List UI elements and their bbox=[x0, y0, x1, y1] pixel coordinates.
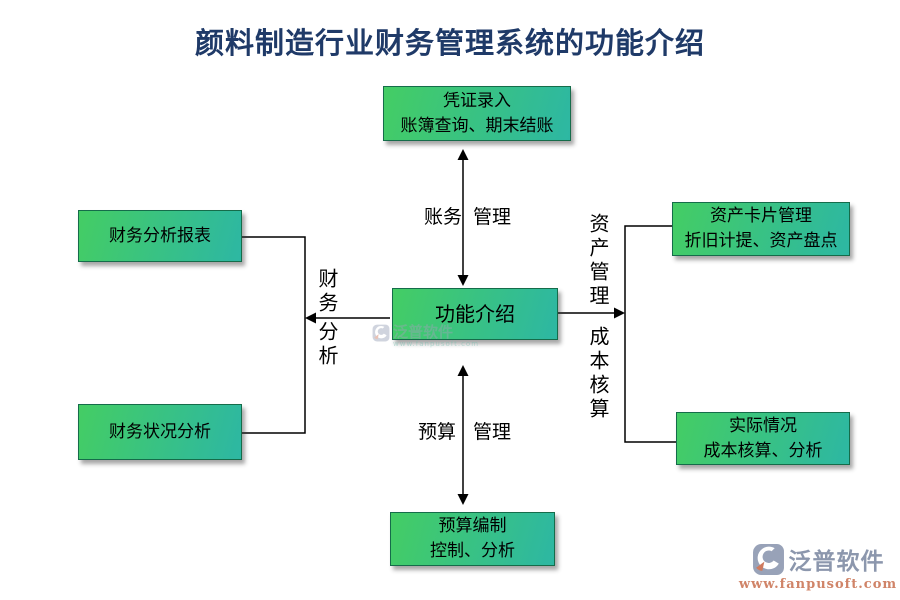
node-line: 成本核算、分析 bbox=[703, 440, 823, 461]
node-line: 控制、分析 bbox=[430, 541, 515, 561]
fanpu-logo-icon bbox=[752, 543, 784, 575]
fanpu-logo-icon bbox=[372, 324, 390, 342]
arrowheads bbox=[305, 149, 625, 505]
node-line: 资产卡片管理 bbox=[710, 206, 812, 227]
node-voucher-entry: 凭证录入 账簿查询、期末结账 bbox=[383, 86, 571, 141]
link-label-budget-left: 预算 bbox=[418, 421, 457, 443]
link-label-finance-bottom: 分析 bbox=[315, 321, 339, 369]
watermark-brand: 泛普软件 bbox=[393, 323, 454, 341]
node-actual-cost-analysis: 实际情况 成本核算、分析 bbox=[676, 412, 850, 465]
node-line: 实际情况 bbox=[729, 415, 797, 436]
link-label-budget-right: 管理 bbox=[473, 421, 512, 443]
node-line: 财务分析报表 bbox=[109, 225, 211, 246]
link-label-asset-management: 资产管理 bbox=[586, 213, 610, 309]
page-title: 颜料制造行业财务管理系统的功能介绍 bbox=[194, 26, 705, 60]
watermark-url: www.fanpusoft.com bbox=[393, 340, 480, 348]
watermark-bottom-right: 泛普软件 www.fanpusoft.com bbox=[739, 542, 896, 592]
node-financial-status-analysis: 财务状况分析 bbox=[78, 404, 242, 460]
node-line: 凭证录入 bbox=[443, 90, 511, 111]
link-label-accounting-right: 管理 bbox=[473, 206, 512, 228]
link-label-cost-accounting: 成本核算 bbox=[586, 326, 610, 422]
node-asset-card-management: 资产卡片管理 折旧计提、资产盘点 bbox=[672, 202, 850, 256]
node-line: 账簿查询、期末结账 bbox=[400, 115, 554, 136]
node-line: 功能介绍 bbox=[435, 301, 515, 326]
watermark-url: www.fanpusoft.com bbox=[738, 577, 898, 592]
left-bracket-line bbox=[240, 236, 306, 434]
node-budget-preparation: 预算编制 控制、分析 bbox=[390, 512, 555, 566]
node-line: 预算编制 bbox=[438, 516, 507, 537]
link-label-accounting-left: 账务 bbox=[424, 206, 463, 228]
right-bracket-line bbox=[624, 225, 676, 443]
node-financial-analysis-report: 财务分析报表 bbox=[78, 210, 242, 262]
link-label-finance-top: 财务 bbox=[315, 268, 339, 316]
node-line: 财务状况分析 bbox=[109, 421, 211, 442]
node-function-intro: 功能介绍 bbox=[392, 288, 558, 340]
watermark-brand: 泛普软件 bbox=[788, 549, 885, 575]
node-line: 折旧计提、资产盘点 bbox=[684, 231, 838, 251]
watermark-center: 泛普软件 www.fanpusoft.com bbox=[372, 324, 479, 348]
